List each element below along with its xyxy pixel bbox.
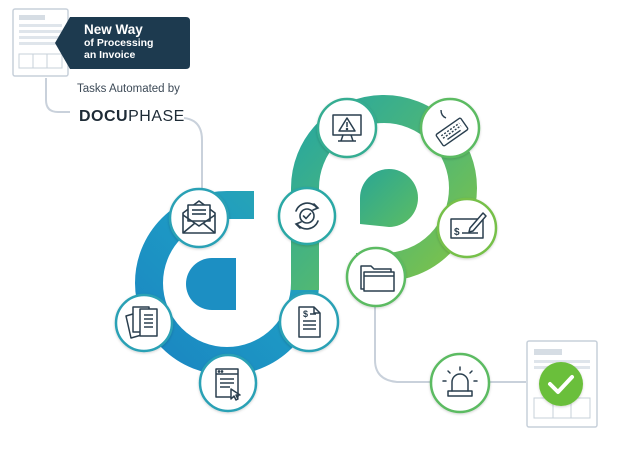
- step-circle: [429, 352, 491, 414]
- step-circle: [278, 291, 340, 353]
- right-drop-shape: [360, 169, 418, 227]
- svg-text:$: $: [454, 227, 460, 238]
- connector-line: [374, 292, 430, 383]
- step-circle: [436, 197, 498, 259]
- invoice-document-icon: [12, 8, 69, 77]
- connector-line: [45, 78, 70, 113]
- title-text: New Way of Processing an Invoice: [84, 22, 184, 62]
- svg-text:$: $: [303, 309, 308, 319]
- alarm-light-icon: [442, 366, 478, 397]
- title-line-2: of Processing: [84, 37, 154, 49]
- step-circle: [277, 186, 337, 246]
- docuphase-logo: DOCUPHASE: [79, 108, 185, 126]
- monitor-alert-icon: [332, 114, 362, 142]
- title-line-1: New Way: [84, 22, 143, 37]
- connector-line: [183, 117, 203, 190]
- check-signature-icon: $: [450, 212, 487, 239]
- cycle-check-icon: [294, 202, 320, 230]
- document-stack-icon: [125, 306, 158, 339]
- logo-text-docu: DOCU: [79, 108, 129, 125]
- left-drop-shape: [186, 258, 236, 310]
- keyboard-icon: [435, 109, 469, 147]
- success-check-icon: [539, 362, 583, 406]
- folder-icon: [360, 265, 395, 292]
- logo-text-phase: PHASE: [128, 108, 185, 125]
- title-badge: [55, 17, 190, 69]
- step-circle: [419, 97, 481, 159]
- invoice-dollar-icon: $: [298, 306, 321, 338]
- browser-form-icon: [215, 368, 241, 401]
- title-line-3: an Invoice: [84, 49, 136, 61]
- envelope-icon: [182, 200, 216, 234]
- tasks-automated-label: Tasks Automated by: [77, 83, 180, 95]
